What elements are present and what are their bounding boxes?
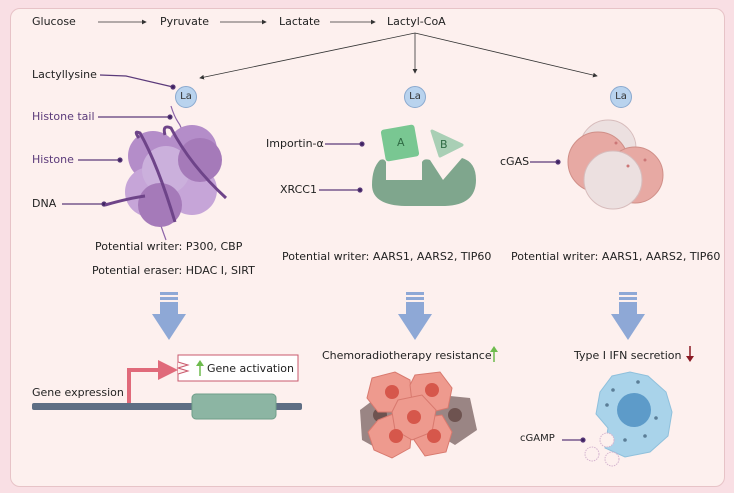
nucleosome-illustration [104, 105, 228, 241]
label-importin-alpha: Importin-α [266, 137, 324, 150]
lactyl-group-histone: La [175, 86, 197, 108]
cgas-illustration [567, 119, 664, 210]
pathway-step-lactylcoa: Lactyl-CoA [387, 15, 446, 28]
down-arrow-icon-ifn [686, 346, 694, 362]
up-arrow-icon-chemo [490, 346, 498, 362]
histone-eraser: Potential eraser: HDAC I, SIRT [92, 264, 255, 277]
label-cgamp: cGAMP [520, 433, 555, 444]
label-histone: Histone [32, 153, 74, 166]
gene-expression-label: Gene expression [32, 386, 124, 399]
immune-cell [584, 371, 673, 467]
gene-activation-label: Gene activation [207, 362, 295, 375]
xrcc1-illustration [372, 158, 476, 206]
cgas-leader [530, 159, 561, 165]
label-cgas: cGAS [500, 155, 530, 168]
importin-writer: Potential writer: AARS1, AARS2, TIP60 [282, 250, 492, 263]
big-arrow-cgas [611, 292, 645, 340]
tumor-cell-cluster [360, 371, 477, 459]
pathway-step-lactate: Lactate [279, 15, 321, 28]
arrow-lactylcoa-histone [199, 32, 416, 80]
block-b-label: B [440, 138, 448, 151]
label-histone-tail: Histone tail [32, 110, 95, 123]
label-dna: DNA [32, 197, 57, 210]
big-arrow-xrcc1 [398, 292, 432, 340]
lactyl-group-importin: La [404, 86, 426, 108]
label-xrcc1: XRCC1 [280, 183, 317, 196]
pathway-step-glucose: Glucose [32, 15, 76, 28]
importin-illustration [380, 124, 464, 162]
histone-writer: Potential writer: P300, CBP [95, 240, 243, 253]
cgamp-leader [562, 437, 586, 443]
block-a-label: A [397, 136, 405, 149]
histone-leaders [62, 74, 176, 207]
label-lactyllysine: Lactyllysine [32, 68, 97, 81]
gene-track [32, 360, 302, 420]
type-i-ifn-label: Type I IFN secretion [574, 349, 682, 362]
cgas-writer: Potential writer: AARS1, AARS2, TIP60 [511, 250, 721, 263]
lactyl-group-cgas: La [610, 86, 632, 108]
arrow-lactylcoa-cgas [414, 32, 598, 78]
big-arrow-histone [152, 292, 186, 340]
chemoradiotherapy-resistance-label: Chemoradiotherapy resistance [322, 349, 492, 362]
importin-leaders [319, 141, 365, 193]
gene-activation-notch [176, 354, 299, 382]
pathway-step-pyruvate: Pyruvate [160, 15, 209, 28]
